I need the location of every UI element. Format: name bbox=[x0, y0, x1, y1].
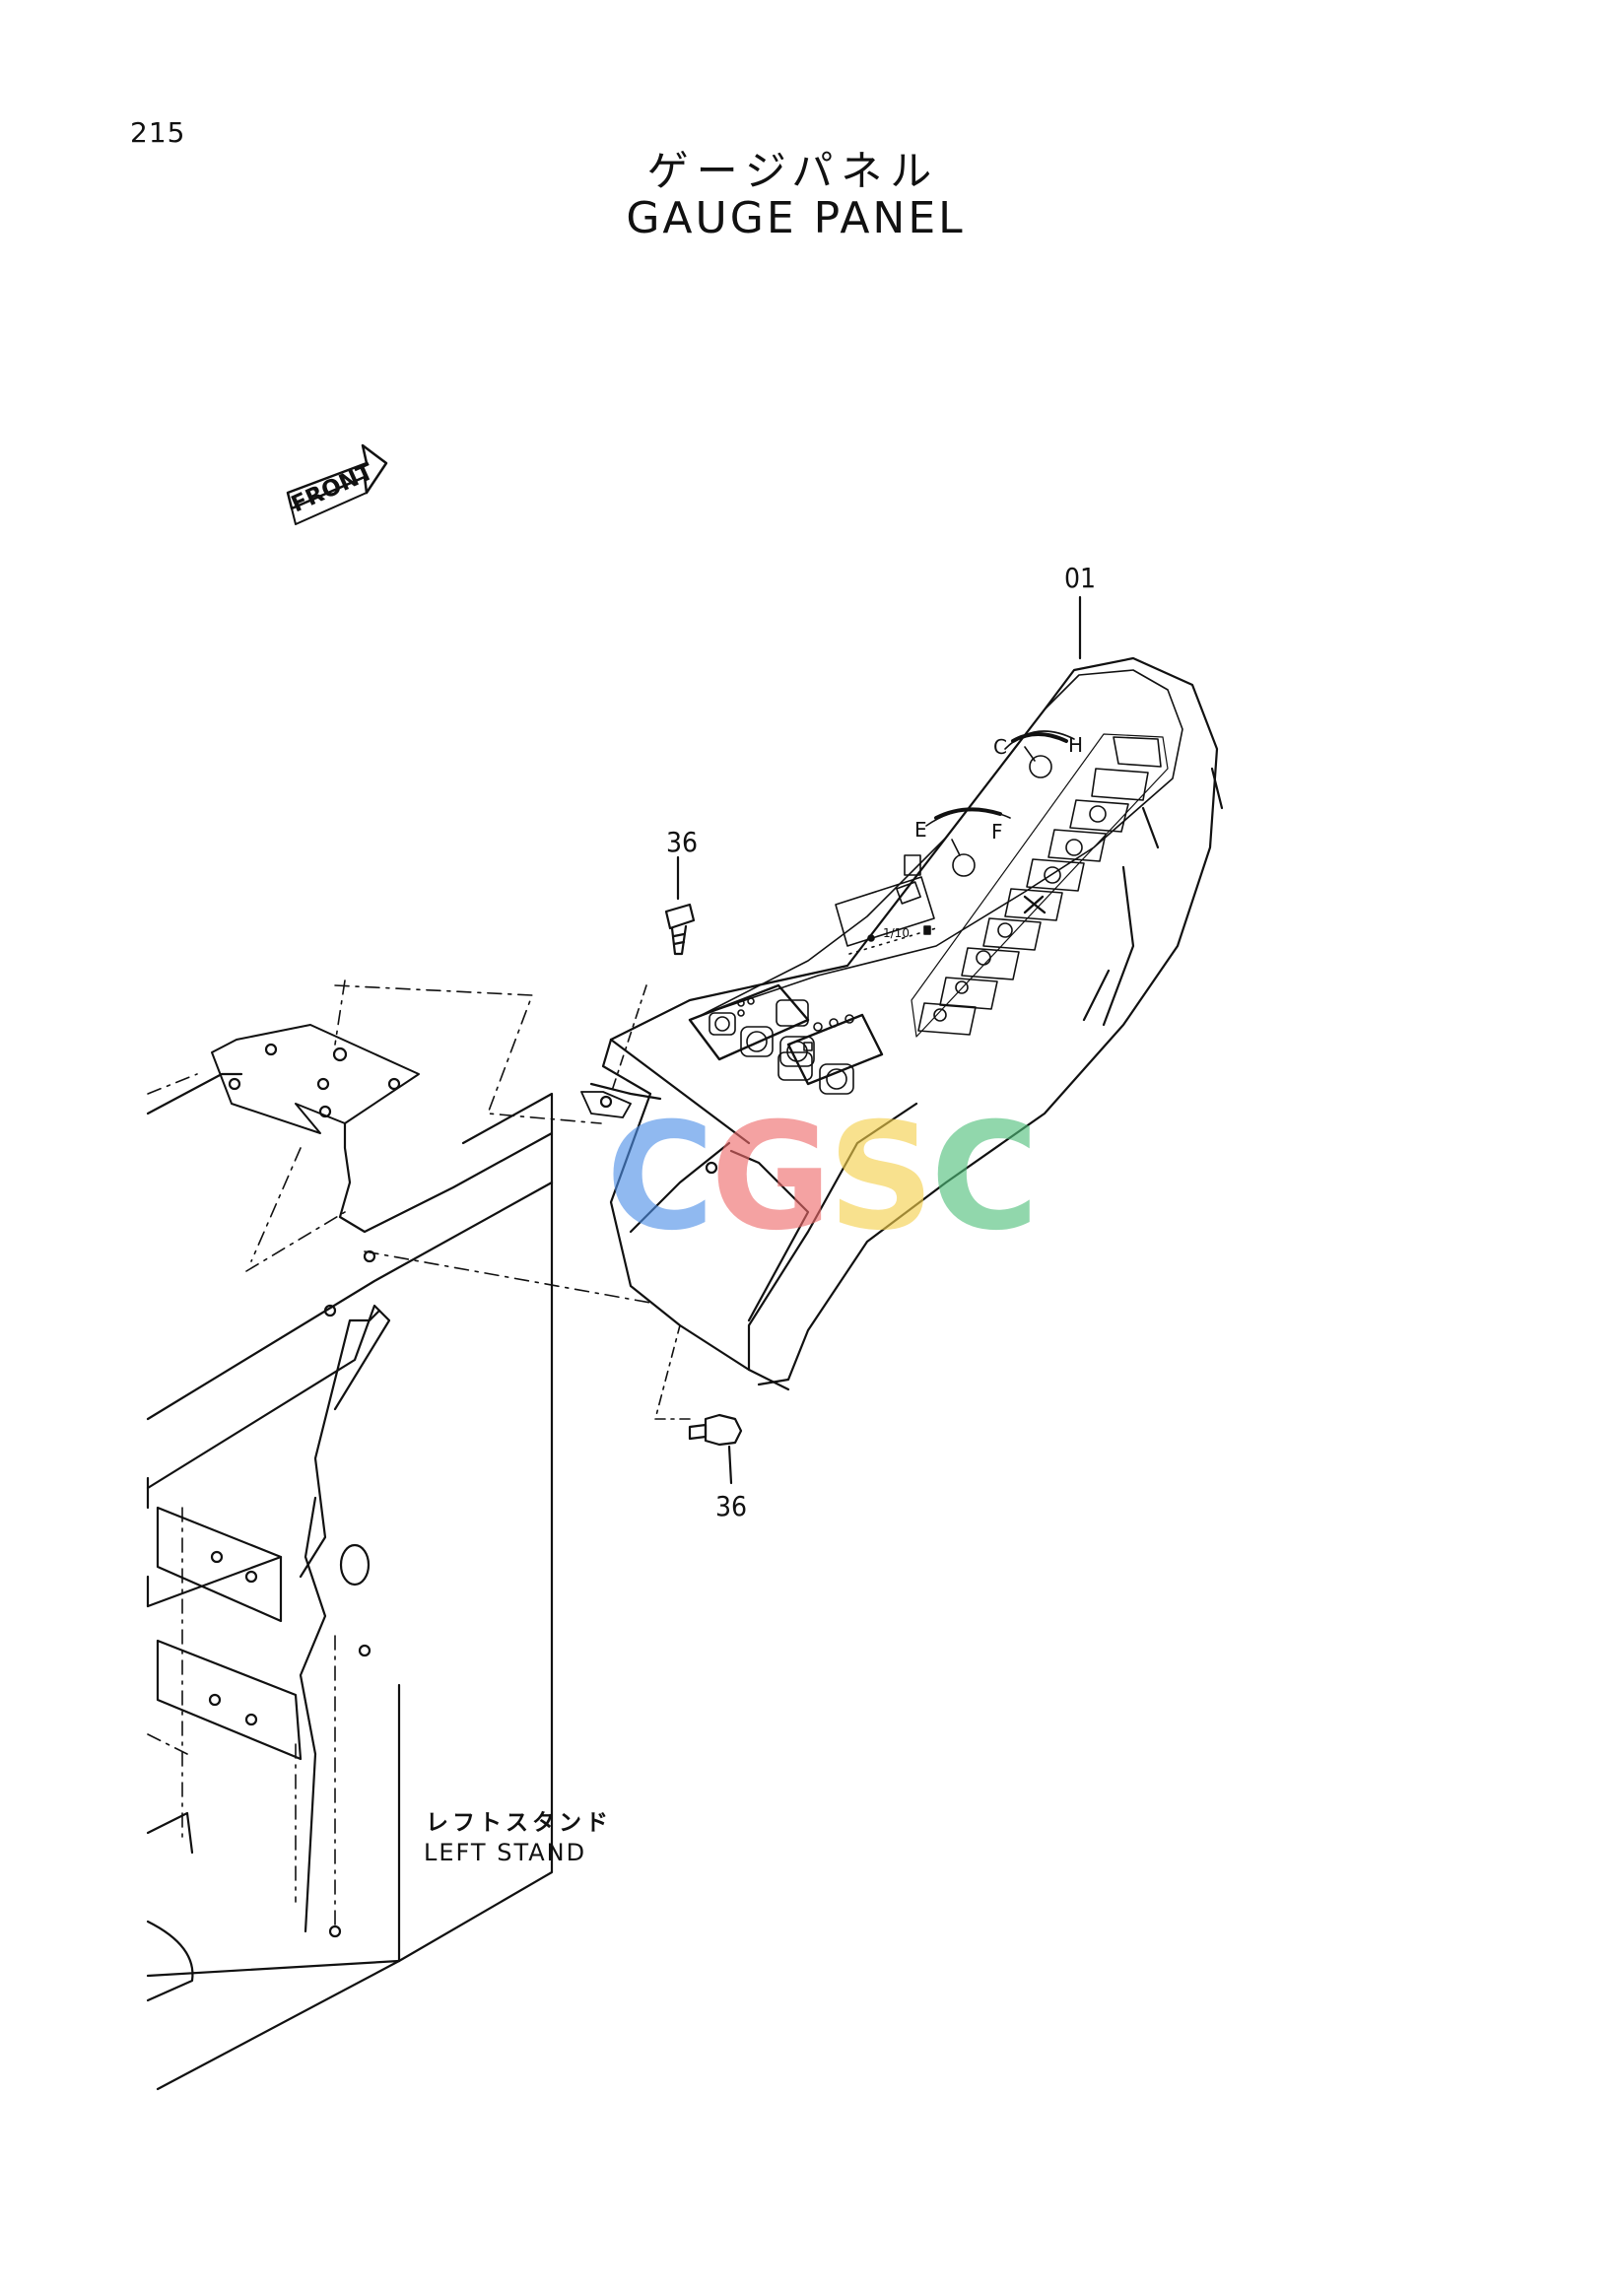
callout-label-bolt-lower: 36 bbox=[715, 1490, 748, 1522]
switch-button bbox=[740, 1026, 774, 1057]
watermark-letter: C bbox=[930, 1092, 1039, 1263]
left-stand-label-japanese: レフトスタンド bbox=[426, 1810, 612, 1836]
fuel-gauge-full-label: F bbox=[991, 820, 1003, 844]
watermark-letter: C bbox=[606, 1092, 714, 1263]
watermark-letter: S bbox=[828, 1092, 934, 1263]
faceplate-details bbox=[688, 730, 1169, 1095]
hourmeter-icon bbox=[896, 881, 921, 905]
temp-gauge-hot-label: H bbox=[1068, 733, 1084, 757]
switch-button bbox=[777, 1051, 813, 1081]
fuel-gauge-empty-label: E bbox=[914, 818, 927, 842]
temp-gauge-cold-label: C bbox=[993, 735, 1007, 759]
page-title-japanese: ゲージパネル bbox=[646, 147, 940, 195]
front-direction-arrow: FRONT bbox=[286, 443, 388, 525]
temperature-gauge-arc bbox=[1004, 730, 1075, 750]
bolt-upper bbox=[610, 855, 696, 1095]
watermark-logo: CGSC bbox=[606, 1092, 1039, 1263]
gauge-panel-housing bbox=[580, 656, 1224, 1391]
bolt-lower bbox=[654, 1324, 743, 1485]
switch-button bbox=[819, 1063, 854, 1095]
fuel-gauge-needle-hub bbox=[952, 853, 976, 877]
watermark-letter: G bbox=[710, 1092, 832, 1263]
callout-label-bolt-upper: 36 bbox=[666, 826, 699, 858]
hour-meter-unit-label: 1/10 bbox=[883, 926, 910, 940]
fuel-icon bbox=[904, 854, 921, 876]
hour-meter-window bbox=[835, 876, 935, 947]
indicator-lamp-column bbox=[911, 733, 1169, 1038]
switch-button bbox=[779, 1036, 815, 1067]
page-title: GAUGE PANEL bbox=[626, 193, 966, 243]
page-number: 215 bbox=[130, 116, 186, 149]
front-label: FRONT bbox=[288, 459, 377, 518]
temperature-gauge-needle-hub bbox=[1029, 755, 1052, 778]
left-stand-label: LEFT STAND bbox=[424, 1839, 587, 1866]
display-window bbox=[776, 999, 809, 1027]
callout-label-panel: 01 bbox=[1064, 562, 1097, 594]
switch-cluster bbox=[688, 983, 884, 1095]
switch-button bbox=[709, 1012, 736, 1036]
left-stand-frame bbox=[146, 979, 651, 2091]
